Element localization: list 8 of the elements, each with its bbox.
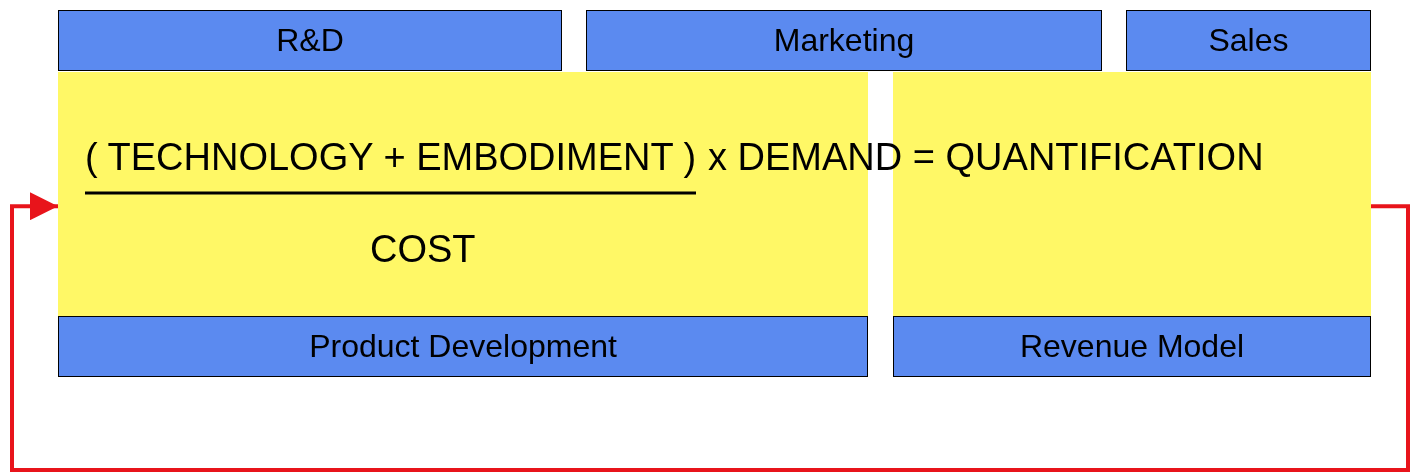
feedback-arrow (10, 192, 1410, 472)
department-box: R&D (58, 10, 562, 71)
function-box: Product Development (58, 316, 868, 377)
department-box: Marketing (586, 10, 1102, 71)
function-box: Revenue Model (893, 316, 1371, 377)
formula-numerator: ( TECHNOLOGY + EMBODIMENT ) (85, 136, 697, 179)
formula-denominator: COST (370, 228, 476, 271)
department-box: Sales (1126, 10, 1371, 71)
